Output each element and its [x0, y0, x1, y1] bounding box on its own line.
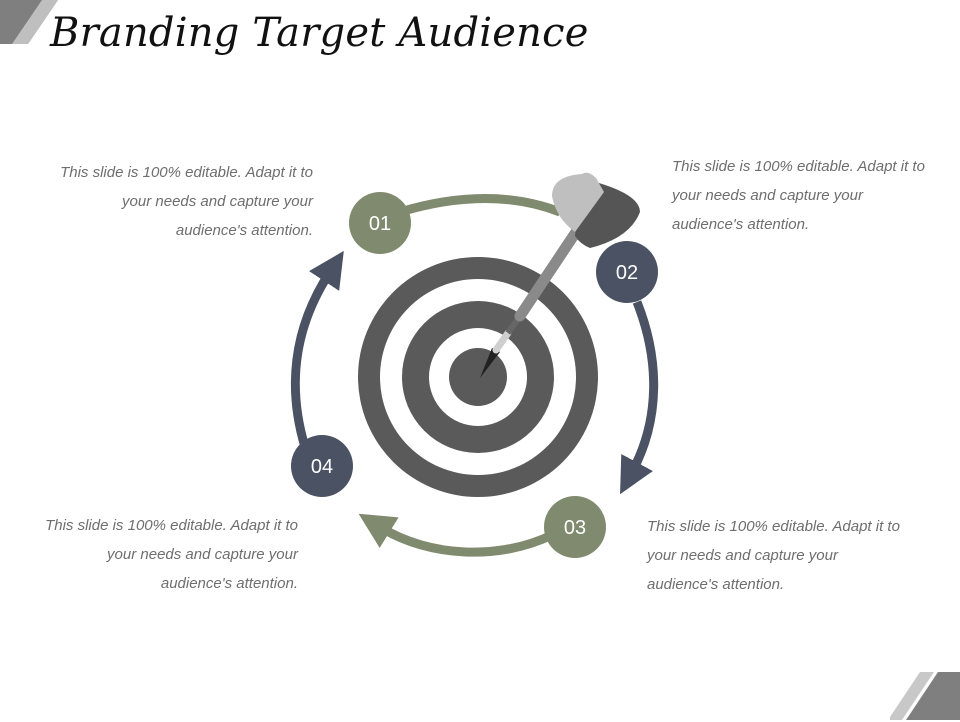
step-03-description: This slide is 100% editable. Adapt it to… — [647, 518, 900, 593]
arc-03-to-04-arrow — [358, 513, 554, 557]
step-badge-04: 04 — [291, 435, 353, 497]
step-02-description: This slide is 100% editable. Adapt it to… — [672, 158, 925, 233]
dart-icon — [480, 172, 640, 378]
step-04-description: This slide is 100% editable. Adapt it to… — [45, 517, 298, 592]
step-badge-01: 01 — [349, 192, 411, 254]
step-badge-03: 03 — [544, 496, 606, 558]
step-number-03: 03 — [564, 517, 586, 539]
arc-01-to-02 — [398, 194, 562, 217]
step-number-02: 02 — [616, 262, 638, 284]
step-number-04: 04 — [311, 456, 333, 478]
step-number-01: 01 — [369, 213, 391, 235]
target-icon — [358, 257, 598, 497]
step-01-description: This slide is 100% editable. Adapt it to… — [60, 164, 313, 239]
top-left-corner-decoration — [0, 0, 58, 44]
slide-title: Branding Target Audience — [50, 10, 589, 56]
step-badge-02: 02 — [596, 241, 658, 303]
arc-02-to-03-arrow — [620, 300, 659, 495]
arc-04-to-01-arrow — [290, 250, 344, 449]
bottom-right-corner-decoration — [890, 672, 960, 720]
